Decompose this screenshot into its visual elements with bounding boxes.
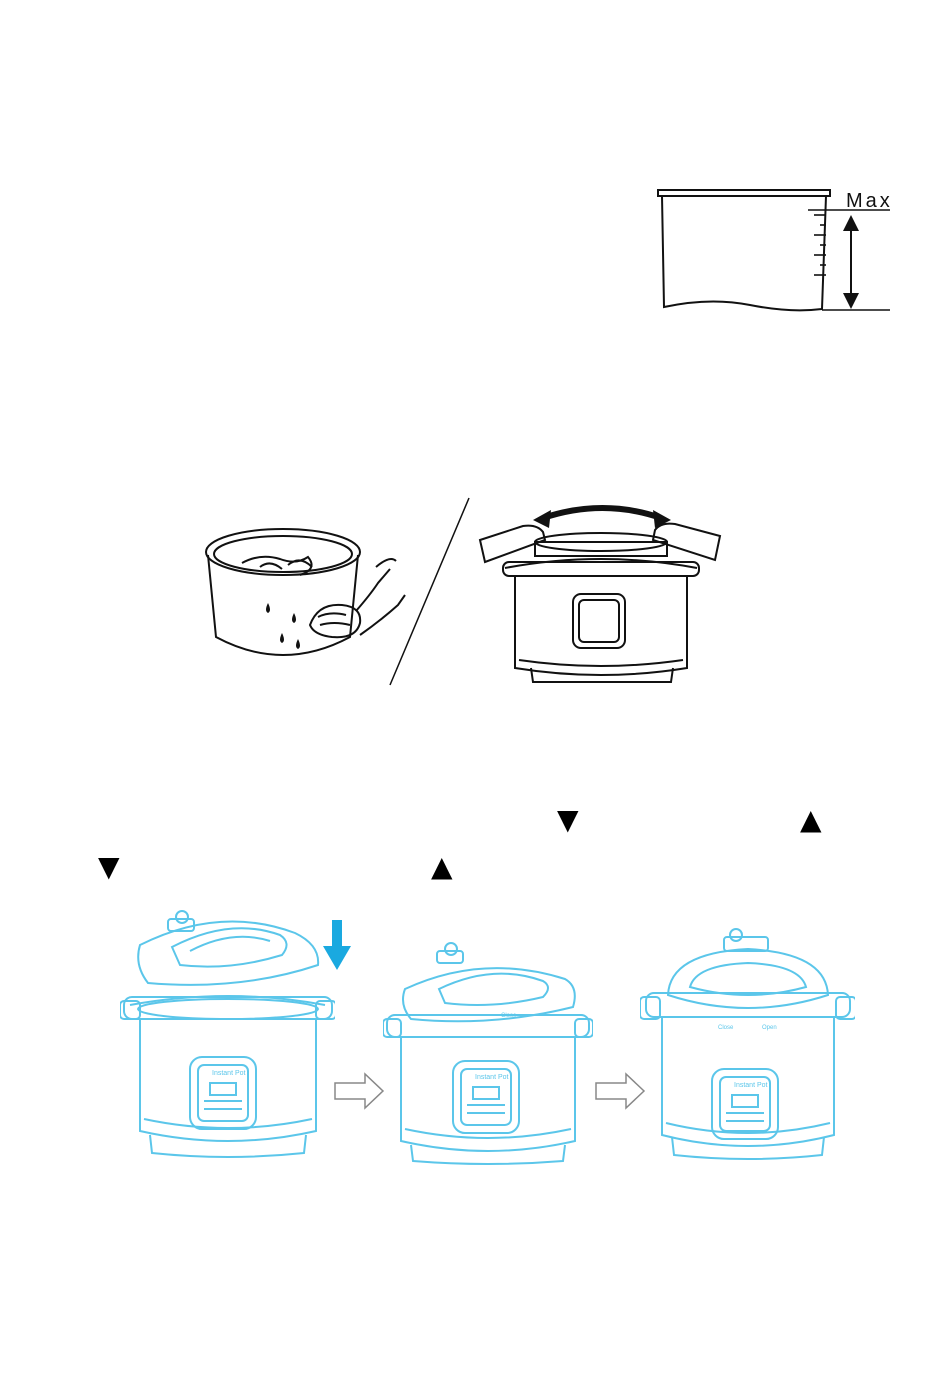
lid-marking-close-2: Close [501, 1013, 517, 1019]
step-arrow-right-icon-2 [594, 1072, 646, 1110]
washing-pot-figure [200, 525, 410, 670]
cooker-lid-closed: Instant Pot Close Open [640, 925, 855, 1165]
max-label: Max [846, 190, 893, 213]
cooker-lid-lowering: Instant Pot [120, 905, 335, 1165]
rotate-inner-pot-figure [475, 500, 725, 690]
cooker-brand-1: Instant Pot [212, 1070, 246, 1077]
down-arrow-indicator: ▼ [557, 806, 579, 834]
down-arrow-indicator-2: ▼ [98, 853, 120, 881]
cooker-brand-2: Instant Pot [475, 1074, 509, 1081]
cooker-lid-placed: Instant Pot Close [383, 935, 593, 1165]
lid-marking-open-3: Open [762, 1025, 777, 1031]
step-arrow-right-icon [333, 1072, 385, 1110]
lid-marking-close-3: Close [718, 1025, 734, 1031]
blue-down-arrow-icon [322, 920, 352, 972]
divider-line [385, 495, 475, 690]
cooker-brand-3: Instant Pot [734, 1082, 768, 1089]
up-arrow-indicator-2: ▲ [431, 853, 453, 881]
up-arrow-indicator: ▲ [800, 806, 822, 834]
